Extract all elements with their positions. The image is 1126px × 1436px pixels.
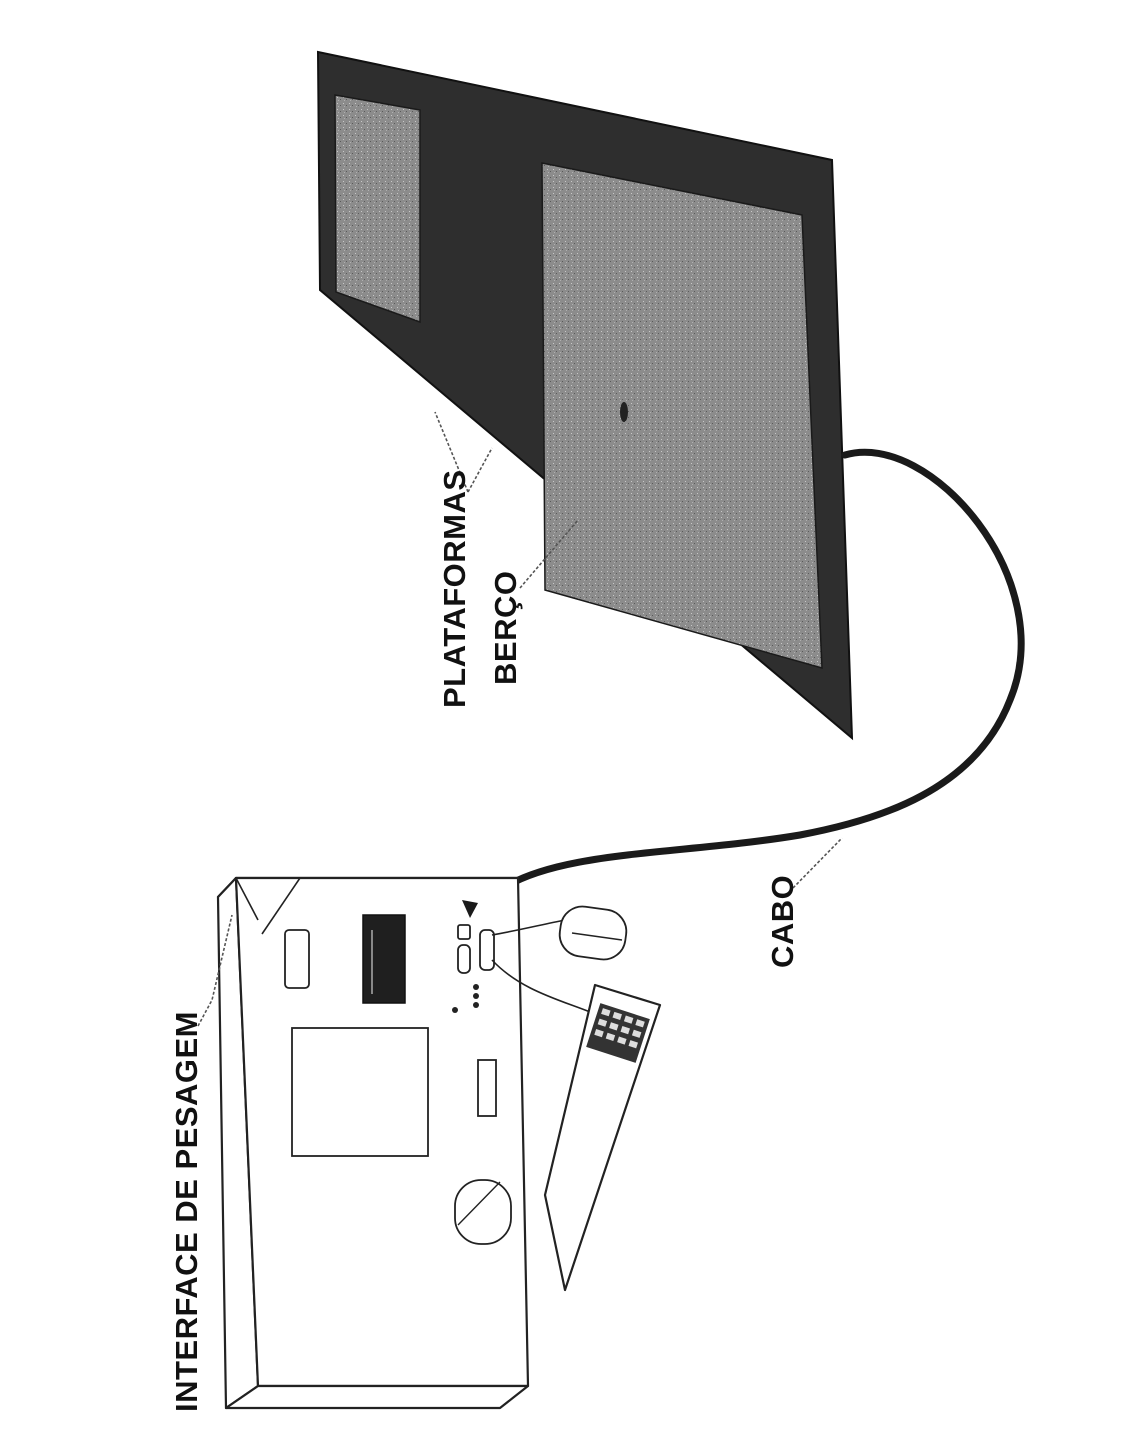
- leader-interface: [197, 914, 233, 1027]
- device-button: [457, 944, 471, 974]
- label-cable: CABO: [765, 875, 800, 968]
- device-led: [452, 1007, 458, 1013]
- weighing-interface-device: [216, 876, 530, 1410]
- mouse-icon: [491, 905, 628, 961]
- device-button: [457, 924, 471, 940]
- device-screen: [291, 1027, 429, 1157]
- platform-mark: [620, 402, 628, 422]
- device-connector: [462, 900, 478, 918]
- label-interface: INTERFACE DE PESAGEM: [169, 1011, 204, 1412]
- device-port: [479, 929, 495, 971]
- device-knob: [454, 1179, 512, 1245]
- device-bottom-face: [224, 1384, 530, 1410]
- device-port-long: [477, 1059, 497, 1117]
- device-slot: [284, 929, 310, 989]
- label-platforms: PLATAFORMAS: [437, 469, 472, 708]
- platform-small: [334, 94, 421, 324]
- cradle: [316, 50, 854, 741]
- platform-large: [541, 162, 823, 670]
- leader-platforms-a: [434, 411, 469, 493]
- leader-cable: [792, 837, 843, 889]
- keypad-buttons: [586, 1003, 650, 1063]
- device-display-strip: [362, 914, 406, 1004]
- keypad-icon: [491, 959, 662, 1292]
- leader-platforms-b: [467, 447, 493, 493]
- label-cradle: BERÇO: [488, 571, 523, 685]
